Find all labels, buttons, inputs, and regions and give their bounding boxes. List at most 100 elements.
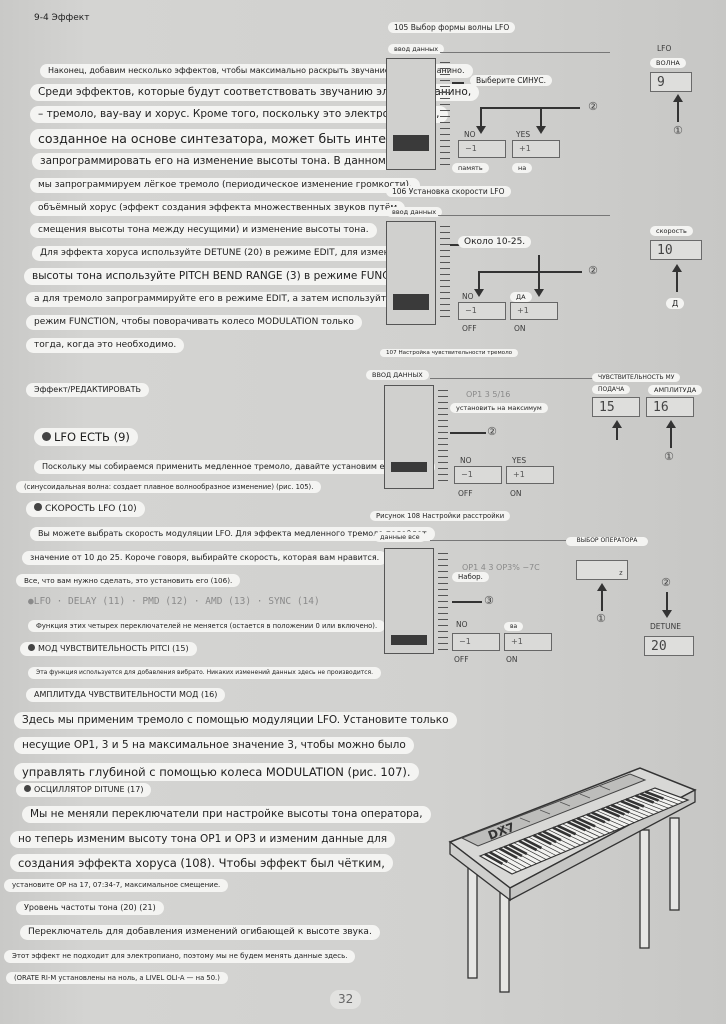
black-key <box>635 794 655 804</box>
pointer-line <box>452 82 464 84</box>
lcd-value: 9 <box>657 75 665 90</box>
fig105-circle-2: ② <box>588 100 598 113</box>
white-key-divider <box>581 816 615 832</box>
arrow-down-icon <box>662 610 672 618</box>
fig107-caption: 107 Настройка чувствительности тремоло <box>380 349 519 357</box>
fig107-circle-2: ② <box>487 425 497 438</box>
divider <box>438 215 610 216</box>
lfo-heading-text: LFO ЕСТЬ (9) <box>54 430 130 444</box>
minus-one-button[interactable]: −1 <box>458 140 506 158</box>
black-key <box>484 852 504 866</box>
pointer-line <box>450 244 464 246</box>
black-key <box>620 800 640 810</box>
divider <box>430 378 610 379</box>
slider-knob[interactable] <box>391 635 427 645</box>
pointer-line <box>450 432 486 434</box>
fig107-data-entry: ВВОД ДАННЫХ <box>366 370 429 380</box>
fig105-instruction: Выберите СИНУС. <box>470 75 552 86</box>
fig108-detune-label: DETUNE <box>650 622 681 631</box>
connector-line <box>540 107 542 129</box>
fig107-on-label: ON <box>510 489 522 498</box>
lcd-small: z <box>618 569 623 577</box>
amp-text-2: несущие OP1, 3 и 5 на максимальное значе… <box>14 737 414 755</box>
arrow-up-icon <box>597 583 607 591</box>
slider-scale <box>440 226 450 322</box>
connector-line <box>538 255 540 291</box>
intro-line-4: созданное на основе синтезатора, может б… <box>30 129 433 149</box>
fig107-sens-label: ЧУВСТВИТЕЛЬНОСТЬ МУ <box>592 373 681 382</box>
pointer-line <box>452 601 482 603</box>
bullet-icon <box>42 432 51 441</box>
detune-small: установите OP на 17, 07:34-7, максимальн… <box>4 879 229 892</box>
fig106-on-label: ON <box>514 324 526 333</box>
black-key <box>537 832 557 844</box>
connector-line <box>616 426 618 440</box>
edit-label: Эффект/РЕДАКТИРОВАТЬ <box>26 383 149 397</box>
connector-line <box>601 589 603 611</box>
fig106-instruction: Около 10-25. <box>458 236 532 248</box>
fig108-faint-text: OP1 4 3 OP3% −7C <box>462 563 540 572</box>
minus-one-button[interactable]: −1 <box>452 633 500 651</box>
plus-one-button[interactable]: +1 <box>510 302 558 320</box>
slider-knob[interactable] <box>393 135 429 151</box>
fig107-amp-label: АМПЛИТУДА <box>648 385 703 395</box>
fig106-circle-2: ② <box>588 264 598 277</box>
black-key <box>571 818 591 830</box>
fig105-slider[interactable] <box>386 58 436 170</box>
speed-heading: СКОРОСТЬ LFO (10) <box>26 501 145 518</box>
fig107-yes-label: YES <box>512 456 527 465</box>
black-key <box>552 826 572 838</box>
fig108-instruction: Набор. <box>452 572 489 582</box>
black-key <box>518 839 538 852</box>
stand-leg <box>669 817 680 911</box>
fig107-off-label: OFF <box>458 489 473 498</box>
minus-one-button[interactable]: −1 <box>454 466 502 484</box>
fig108-lcd-2: 20 <box>644 636 694 656</box>
fig105-memory-label: память <box>452 163 489 173</box>
amp-text-1: Здесь мы применим тремоло с помощью моду… <box>14 712 457 730</box>
slider-scale <box>438 553 448 651</box>
fig105-yes-tag: на <box>512 163 533 173</box>
intro-line-12: режим FUNCTION, чтобы поворачивать колес… <box>26 315 362 331</box>
fig107-slider[interactable] <box>384 385 434 489</box>
fig106-slider[interactable] <box>386 221 436 325</box>
fig108-off-label: OFF <box>454 655 469 664</box>
minus-one-button[interactable]: −1 <box>458 302 506 320</box>
fig105-data-entry: ввод данных <box>388 44 445 54</box>
slider-knob[interactable] <box>393 294 429 310</box>
fig107-feed-label: ПОДАЧА <box>592 385 631 394</box>
black-key <box>503 845 523 858</box>
fig108-yes-tag: ва <box>504 622 524 631</box>
fig107-circle-1: ① <box>664 450 674 463</box>
white-key-divider <box>650 789 684 803</box>
fig106-data-entry: ввод данных <box>386 207 443 217</box>
plus-one-button[interactable]: +1 <box>504 633 552 651</box>
fig108-data-entry: данные все <box>374 532 426 542</box>
amp-sens-heading: АМПЛИТУДА ЧУВСТВИТЕЛЬНОСТИ МОД (16) <box>26 688 226 702</box>
connector-line <box>676 270 678 292</box>
intro-line-3: – тремоло, вау-вау и хорус. Кроме того, … <box>30 106 448 124</box>
pitch-sens-heading: МОД ЧУВСТВИТЕЛЬНОСТЬ PITCI (15) <box>20 642 197 656</box>
black-key <box>542 830 562 842</box>
black-key <box>586 813 606 824</box>
black-key <box>532 834 552 846</box>
fig108-slider[interactable] <box>384 548 434 654</box>
plus-one-button[interactable]: +1 <box>506 466 554 484</box>
arrow-up-icon <box>673 94 683 102</box>
lfo-text-2: (синусоидальная волна: создает плавное в… <box>16 481 322 494</box>
connector-line <box>480 107 580 109</box>
slider-scale <box>438 390 448 486</box>
fig108-circle-3: ③ <box>484 594 494 607</box>
black-key <box>498 847 518 860</box>
fig108-caption: Рисунок 108 Настройки расстройки <box>370 511 511 521</box>
slider-knob[interactable] <box>391 462 427 472</box>
plus-one-button[interactable]: +1 <box>512 140 560 158</box>
arrow-up-icon <box>666 420 676 428</box>
bullet-icon <box>24 785 31 792</box>
connector-line <box>666 592 668 612</box>
black-key <box>610 803 630 814</box>
white-key-divider <box>630 797 664 811</box>
detune-text-3: создания эффекта хоруса (108). Чтобы эфф… <box>10 854 393 873</box>
fig107-lcd-2: 16 <box>646 397 694 417</box>
stand-leg <box>467 859 478 979</box>
